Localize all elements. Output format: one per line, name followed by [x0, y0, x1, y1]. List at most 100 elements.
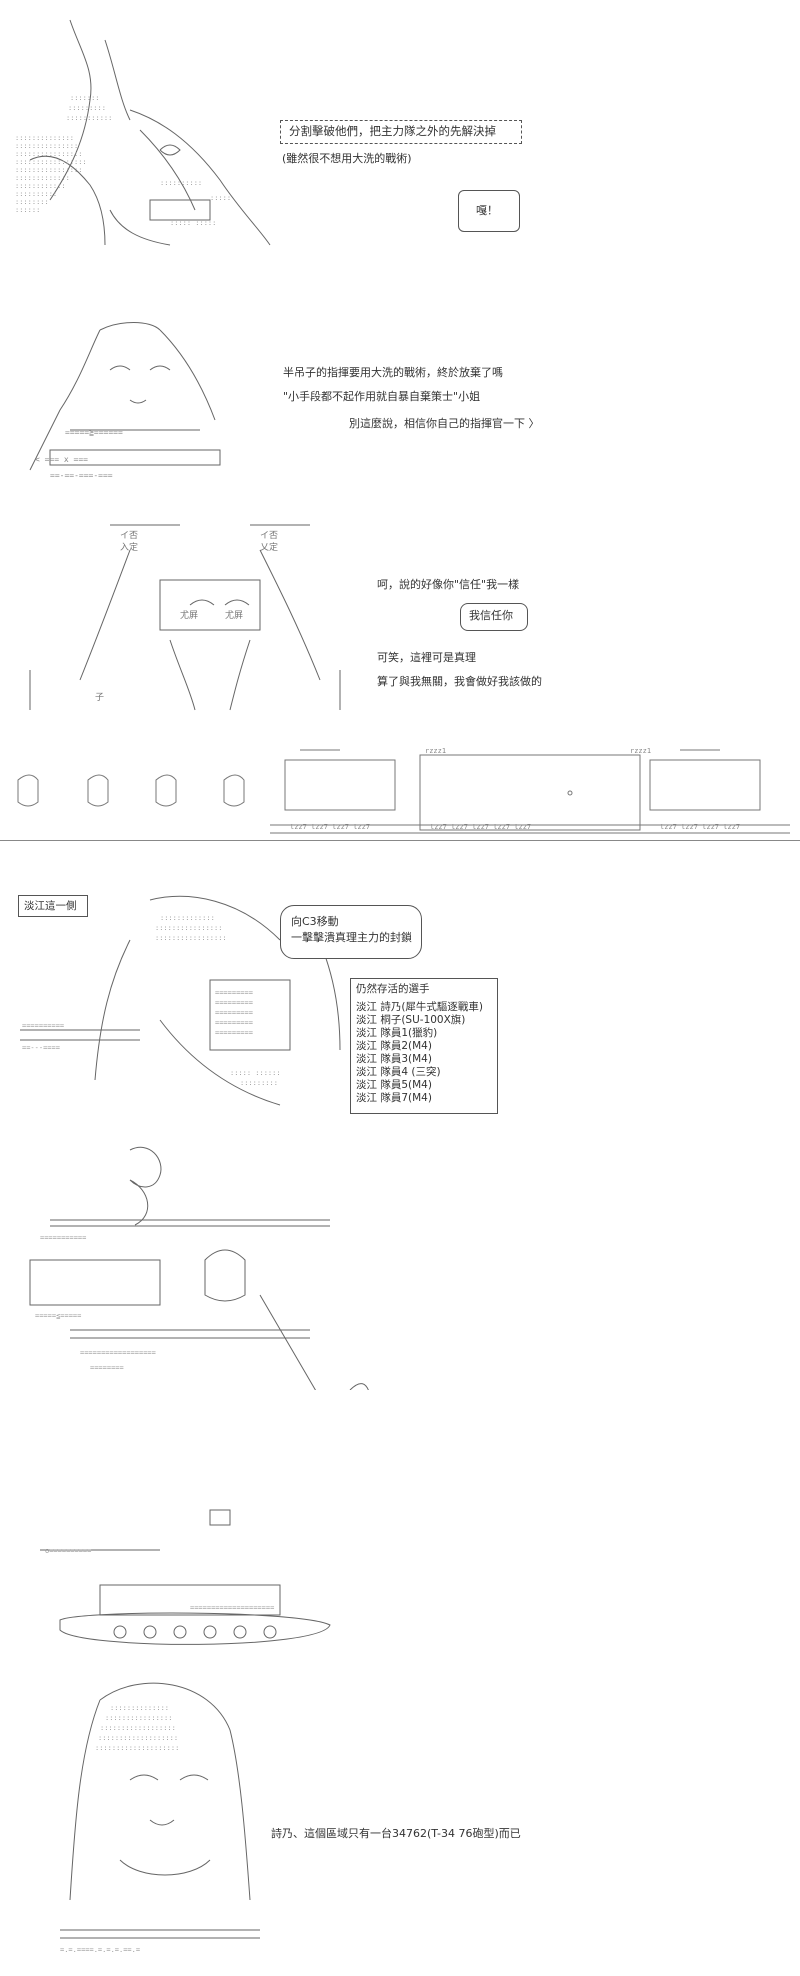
svg-text:::::::::::::::::::::: :::::::::::::::::::: — [95, 1744, 179, 1752]
svg-text:=.=.====.=.=.=.==.=: =.=.====.=.=.=.==.= — [60, 1946, 140, 1954]
svg-text:::::::::::::::: :::::::::::::: — [110, 1704, 169, 1712]
hooded-girl-sketch: :::::::::::::::::::::::::::::: :::::::::… — [60, 1682, 260, 1954]
panel2-line2: "小手段都不起作用就自暴自棄策士"小姐 — [283, 390, 481, 403]
svg-text:尤屛: 尤屛 — [180, 609, 198, 621]
svg-text:====================: ==================== — [190, 1604, 274, 1612]
svg-text::::::::::::::: ::::::::::::: — [160, 914, 215, 922]
trust-text: 我信任你 — [469, 609, 513, 622]
panel3-line1: 呵，說的好像你"信任"我一樣 — [377, 578, 520, 591]
ascii-art-girl-1: ::::::::::::::::::::::::::::: ::::::::::… — [10, 10, 280, 250]
svg-text:=========: ========= — [215, 1009, 253, 1017]
svg-text:::::::::::::::::: :::::::::::::::: — [15, 150, 82, 158]
svg-text:=========: ========= — [215, 1019, 253, 1027]
svg-text:rzzz1: rzzz1 — [425, 747, 446, 755]
shout-bubble: 分割擊破他們，把主力隊之外的先解決掉 — [280, 120, 522, 144]
svg-text:=====≧======: =====≧====== — [65, 428, 123, 437]
svg-text:=====≦=====: =====≦===== — [35, 1312, 81, 1320]
ascii-art-girl-hooded: :::::::::::::::::::::::::::::: :::::::::… — [40, 1670, 270, 1970]
svg-text::::::::::: ::::::::: — [68, 104, 106, 112]
svg-text:::::: :::::: ::::: ::::: — [170, 219, 216, 227]
wheel-shape-4 — [223, 774, 245, 807]
svg-text::::::::::::::::::: ::::::::::::::::: — [15, 158, 87, 166]
shout-text: 分割擊破他們，把主力隊之外的先解決掉 — [289, 124, 496, 138]
svg-text:tzz7 tzz7 tzz7 tzz7: tzz7 tzz7 tzz7 tzz7 — [660, 823, 740, 831]
panel-5: 淡江這一側 ::::::::::::::::::::::::::::: ::::… — [0, 860, 800, 1120]
shout-subtext: (雖然很不想用大洗的戰術) — [282, 152, 412, 165]
side-label-box: 淡江這一側 — [18, 895, 88, 917]
survivors-title: 仍然存活的選手 — [356, 983, 430, 995]
side-label: 淡江這一側 — [24, 900, 77, 912]
survivors-list-box: 仍然存活的選手 淡江 詩乃(犀牛式驅逐戰車)淡江 桐子(SU-100X旗)淡江 … — [350, 978, 498, 1114]
svg-text:乂定: 乂定 — [260, 541, 278, 553]
svg-text:::::::: :::::: — [15, 206, 40, 214]
svg-text:子: 子 — [95, 692, 104, 703]
svg-text:==---====: ==---==== — [22, 1044, 60, 1052]
panel-4: tzz7 tzz7 tzz7 tzz7 tzz7 tzz7 tzz7 tzz7 … — [0, 725, 800, 845]
wheel-shape-1 — [17, 774, 39, 807]
panel8-line1: 詩乃、這個區域只有一台34762(T-34 76砲型)而已 — [271, 1827, 521, 1840]
ascii-art-tank-girl: ::::::::::::::::::::::::::::: ::::::::::… — [10, 880, 370, 1120]
tank-girl-sketch: ::::::::::::::::::::::::::::: ::::::::::… — [20, 895, 341, 1106]
survivor-item: 淡江 隊員1(獵豹) — [356, 1027, 438, 1039]
ascii-art-girl-2: =====≧====== ==‐==‐===‐=== < === x === — [10, 310, 240, 490]
panel3-line3: 算了與我無關，我會做好我該做的 — [377, 675, 542, 688]
svg-text::::::::::::::::::: ::::::::::::::::: — [155, 934, 227, 942]
svg-text:===========: =========== — [40, 1234, 86, 1242]
tank-blast-sketch: =========== =====≦===== =================… — [29, 1147, 369, 1390]
svg-text:< === x ===: < === x === — [35, 455, 88, 464]
svg-text:::::::::::::: :::::::::::: — [15, 182, 66, 190]
svg-text::::::::::: ::::::::: — [240, 1079, 278, 1087]
svg-text:tzz7 tzz7 tzz7 tzz7: tzz7 tzz7 tzz7 tzz7 — [290, 823, 370, 831]
reply-bubble: 嘎！ — [458, 190, 520, 232]
svg-text:::::::::::::::::: :::::::::::::::: — [105, 1714, 172, 1722]
svg-text:o==========: o========== — [45, 1547, 91, 1555]
svg-text:::::::::::::::::::: :::::::::::::::::: — [100, 1724, 176, 1732]
survivor-item: 淡江 隊員2(M4) — [356, 1040, 432, 1052]
survivor-item: 淡江 隊員7(M4) — [356, 1092, 432, 1104]
panel-1: ::::::::::::::::::::::::::::: ::::::::::… — [0, 0, 800, 250]
girl-sketch-3: イ否入定 イ否乂定 尤屛尤屛 子 — [29, 524, 341, 711]
panel2-line3: 別這麼說，相信你自己的指揮官一下 〉 — [349, 417, 540, 430]
order-speech-bubble: 向C3移動 一擊擊潰真理主力的封鎖 — [280, 905, 422, 959]
svg-text::::::::: ::::::: — [70, 94, 100, 102]
svg-text:=========: ========= — [215, 1029, 253, 1037]
panel3-line2: 可笑，這裡可是真理 — [377, 651, 476, 664]
tank-train-sketch: tzz7 tzz7 tzz7 tzz7 tzz7 tzz7 tzz7 tzz7 … — [17, 747, 790, 834]
reply-text: 嘎！ — [476, 204, 498, 217]
panel-7: o========== ==================== — [0, 1500, 800, 1660]
survivor-item: 淡江 桐子(SU-100X旗) — [356, 1014, 466, 1026]
svg-text:イ否: イ否 — [120, 530, 138, 541]
wheel-shape-2 — [87, 774, 109, 807]
svg-text:=========: ========= — [215, 999, 253, 1007]
svg-text:::::::::::: :::::::::: — [160, 179, 202, 187]
svg-text:rzzz1: rzzz1 — [630, 747, 651, 755]
svg-text:==================: ================== — [80, 1349, 156, 1357]
panel2-line1: 半吊子的指揮要用大洗的戰術，終於放棄了嗎 — [283, 366, 503, 379]
svg-text:::::::::: :::::::: — [15, 198, 49, 206]
svg-text:==‐==‐===‐===: ==‐==‐===‐=== — [50, 471, 113, 480]
svg-text::::::: ::::: — [210, 194, 231, 202]
svg-text:::::::::::::::::: :::::::::::::::: — [15, 166, 82, 174]
survivor-item: 淡江 隊員4 (三突) — [356, 1066, 441, 1078]
svg-text:::::::::::: :::::::::: — [15, 190, 57, 198]
tank-side-sketch: o========== ==================== — [40, 1509, 331, 1645]
ascii-art-girl-3: イ否入定 イ否乂定 尤屛尤屛 子 — [20, 510, 350, 720]
order-line2: 一擊擊潰真理主力的封鎖 — [291, 931, 412, 944]
panel-3: イ否入定 イ否乂定 尤屛尤屛 子 呵，說的好像你"信任"我一樣 我信任你 可笑，… — [0, 490, 800, 725]
svg-text:::::::::::::::: :::::::::::::: — [15, 134, 74, 142]
svg-text::::::::::::::: ::::::::::::: — [15, 174, 70, 182]
svg-text:tzz7 tzz7 tzz7 tzz7 tzz7: tzz7 tzz7 tzz7 tzz7 tzz7 — [430, 823, 531, 831]
svg-text:イ否: イ否 — [260, 530, 278, 541]
order-line1: 向C3移動 — [291, 915, 339, 928]
svg-text:==========: ========== — [22, 1022, 64, 1030]
svg-text:::::: ::::::: ::::: :::::: — [230, 1069, 281, 1077]
girl-sketch-1: ::::::::::::::::::::::::::::: ::::::::::… — [15, 19, 271, 246]
svg-text:尤屛: 尤屛 — [225, 609, 243, 621]
svg-text:=========: ========= — [215, 989, 253, 997]
girl-sketch-2: =====≧====== ==‐==‐===‐=== < === x === — [29, 322, 221, 480]
svg-text::::::::::::::::::::: ::::::::::::::::::: — [98, 1734, 178, 1742]
svg-text::::::::::::: ::::::::::: — [66, 114, 112, 122]
svg-text:入定: 入定 — [120, 541, 138, 553]
survivor-item: 淡江 詩乃(犀牛式驅逐戰車) — [356, 1001, 484, 1013]
panel-6: =========== =====≦===== =================… — [0, 1130, 800, 1390]
